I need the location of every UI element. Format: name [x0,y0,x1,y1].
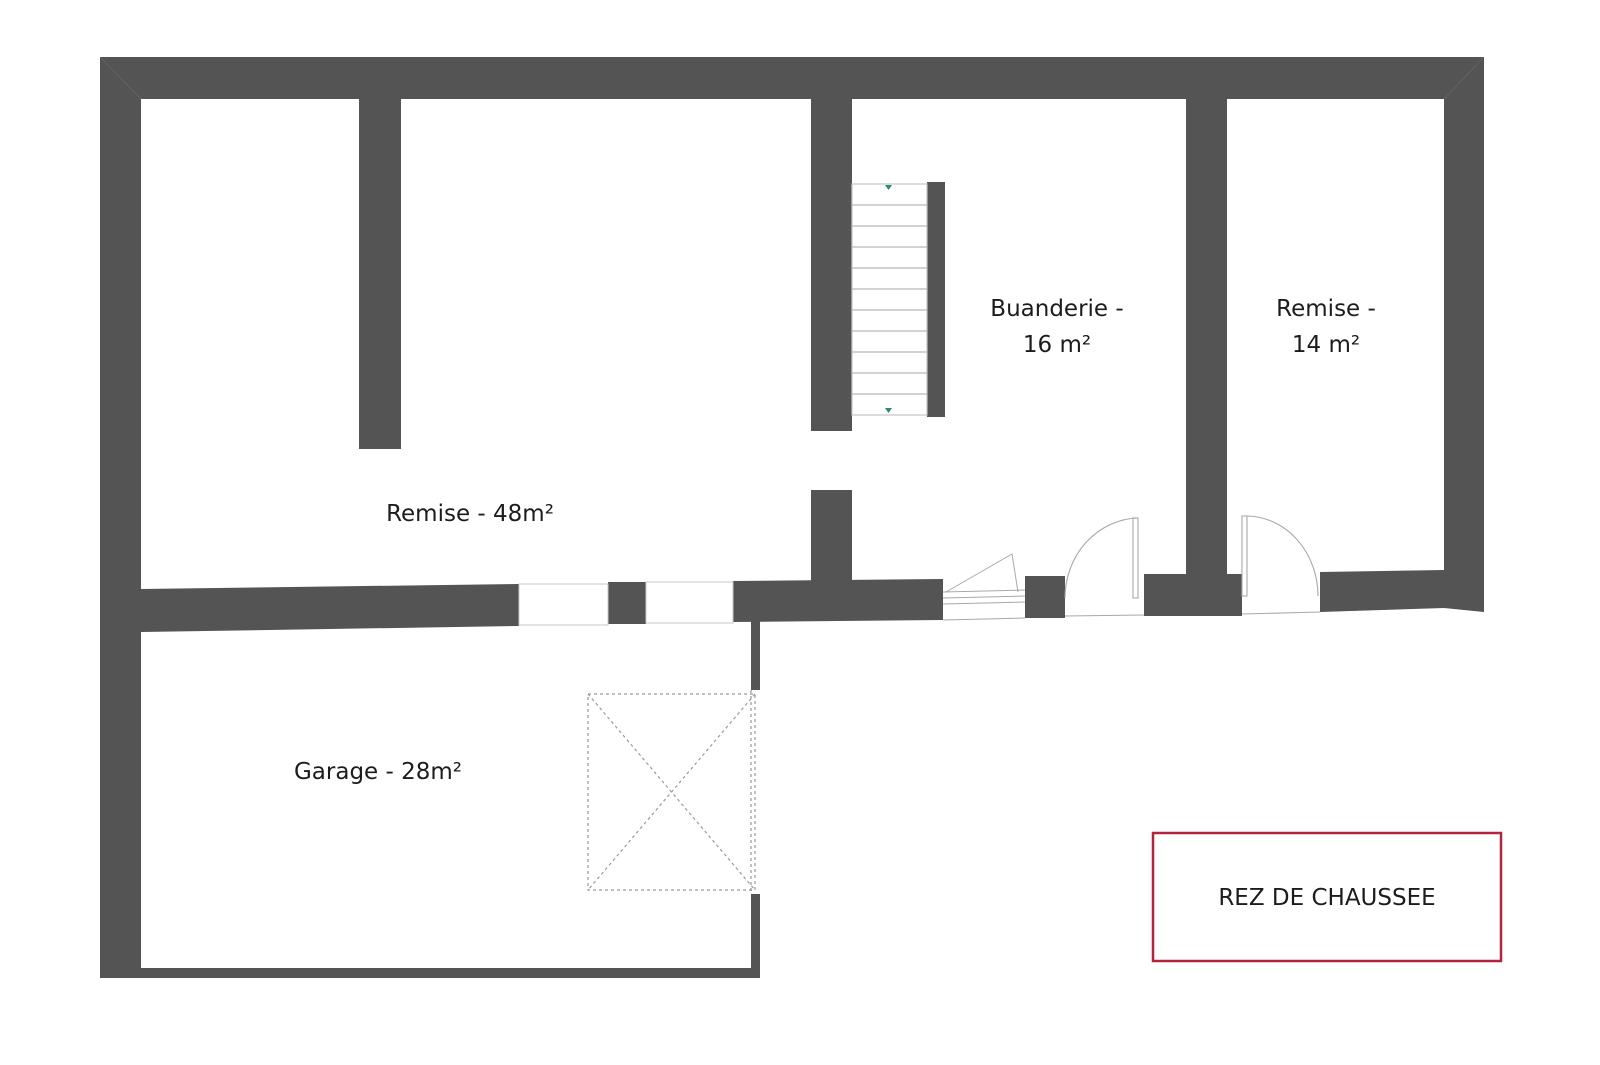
room-label-buanderie-line2: 16 m² [1023,332,1091,358]
room-label-garage-28: Garage - 28m² [294,759,462,785]
door-fold [945,553,1019,593]
wall-garage-bottom [141,968,760,978]
wall-partition-right [1186,99,1227,575]
wall-middle-pier-2 [1025,576,1065,618]
wall-top [100,57,1484,99]
garage-door-diagonal [587,693,756,891]
garage-door [587,690,756,894]
door-swing-buanderie [1064,517,1145,617]
wall-middle-right [1320,570,1444,612]
room-labels: Remise - 48m² Buanderie - 16 m² Remise -… [294,296,1376,785]
wall-right [1444,57,1484,612]
walls [100,57,1484,978]
room-label-remise-48: Remise - 48m² [386,501,554,527]
door-panel [942,601,1026,605]
opening-frame [518,583,609,626]
door-leaf [1132,517,1139,599]
room-label-remise-14-line1: Remise - [1276,296,1376,322]
door-swing-arc [1064,517,1139,599]
wall-partition-center-upper [811,99,852,431]
door-threshold [1064,614,1145,617]
stair-outline [851,183,928,416]
floor-badge-label: REZ DE CHAUSSEE [1218,885,1435,911]
floor-badge: REZ DE CHAUSSEE [1151,831,1503,963]
wall-middle-pier-3 [1144,574,1242,616]
stair-marker-top [885,185,892,190]
door-sliding [942,553,1026,621]
wall-middle-pier [608,582,646,624]
opening-frame [645,581,734,624]
stair-marker-bottom [885,408,892,413]
door-threshold [1241,611,1321,615]
door-swing-remise [1241,515,1321,615]
wall-garage-right-lower [751,894,760,978]
wall-middle-left-corner [100,589,141,632]
staircase [851,183,928,416]
garage-door-outline [587,693,756,891]
wall-partition-center-lower [811,490,852,582]
wall-garage-right-upper [751,620,760,690]
door-panel [942,617,1026,621]
door-swing-arc [1246,515,1319,597]
wall-partition-left [359,99,401,449]
door-leaf [1241,515,1248,597]
room-label-remise-14-line2: 14 m² [1292,332,1360,358]
wall-middle-center [733,579,943,622]
floor-badge-frame [1151,831,1503,963]
openings [518,581,734,626]
wall-left [100,57,141,978]
room-label-buanderie-line1: Buanderie - [990,296,1123,322]
door-panel [942,589,1026,593]
door-panel [942,595,1026,599]
stair-rail-wall [927,182,945,417]
wall-middle-left [141,584,519,632]
